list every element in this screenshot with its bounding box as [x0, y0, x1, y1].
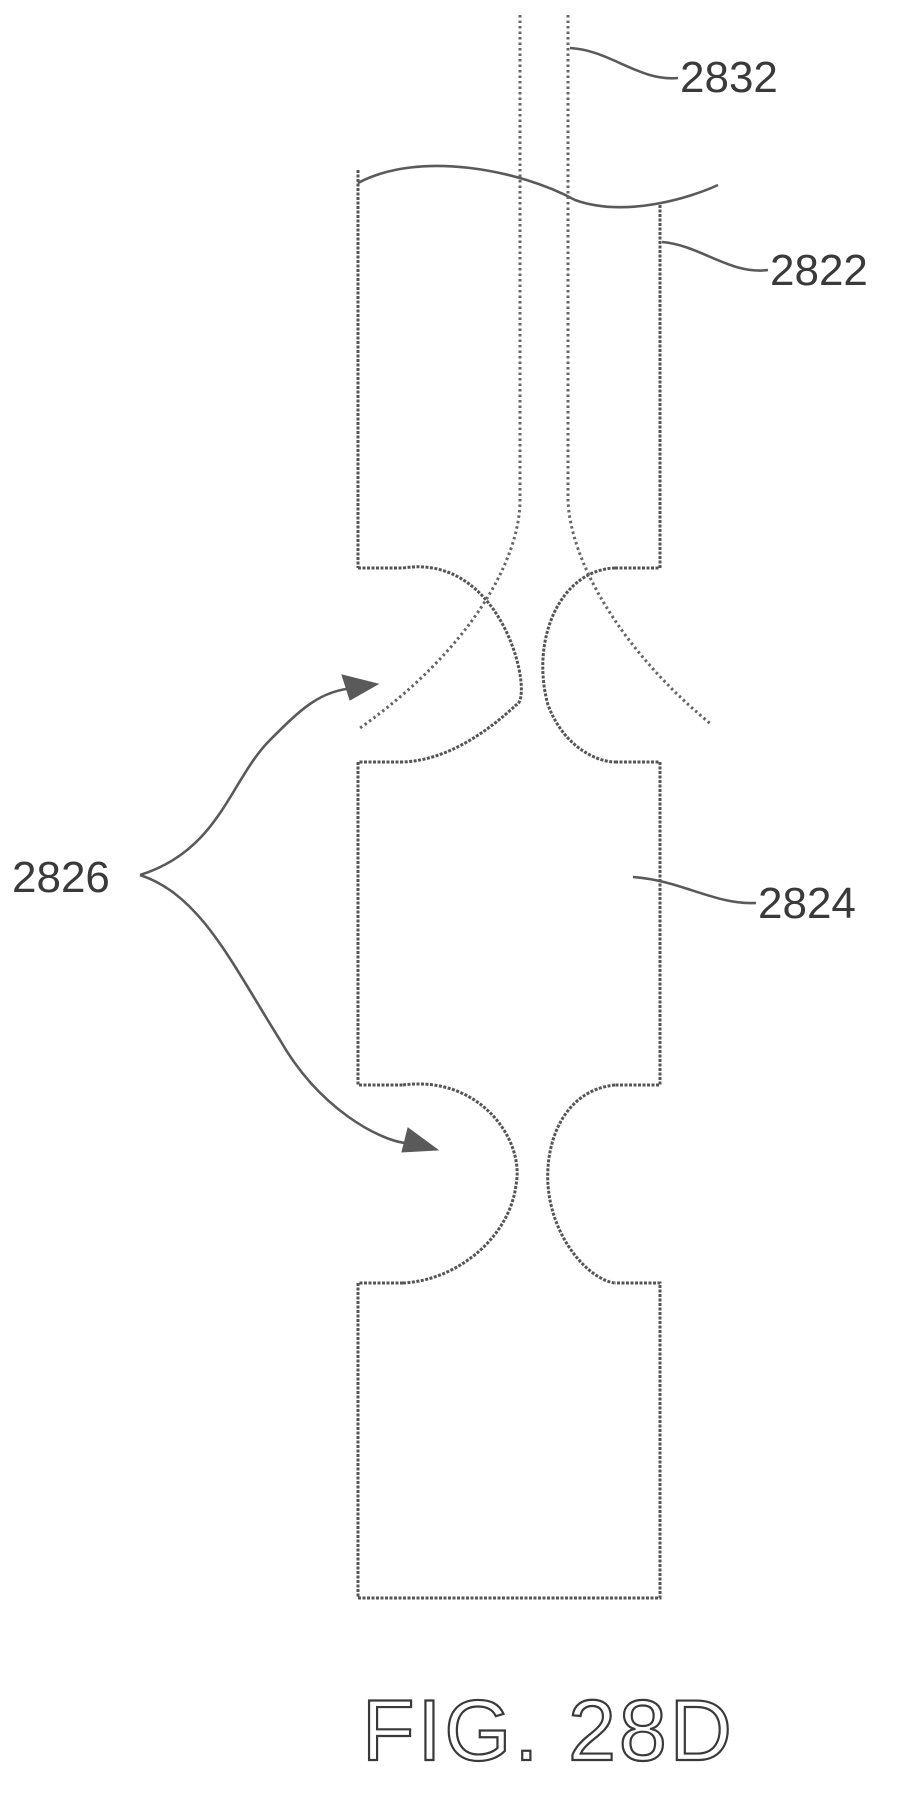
label-2822: 2822 — [770, 246, 868, 295]
upper-notch-pair — [403, 567, 615, 762]
break-line — [358, 166, 718, 207]
middle-segment-2824 — [358, 762, 660, 1085]
leader-2822 — [662, 242, 768, 271]
label-2832: 2832 — [680, 53, 778, 102]
bottom-segment — [358, 1283, 660, 1598]
arrow-2826-upper — [140, 688, 355, 875]
leader-2832 — [570, 48, 678, 78]
lower-notch-pair — [403, 1084, 615, 1283]
arrow-2826-lower — [140, 875, 405, 1143]
label-2826: 2826 — [12, 853, 110, 902]
upper-segment-2822 — [358, 170, 660, 568]
label-2824: 2824 — [758, 879, 856, 928]
leader-2824 — [633, 877, 756, 903]
arrowhead-2826-lower — [402, 1128, 438, 1152]
figure-caption: FIG. 28D — [362, 1683, 735, 1779]
arrowhead-2826-upper — [342, 675, 378, 700]
